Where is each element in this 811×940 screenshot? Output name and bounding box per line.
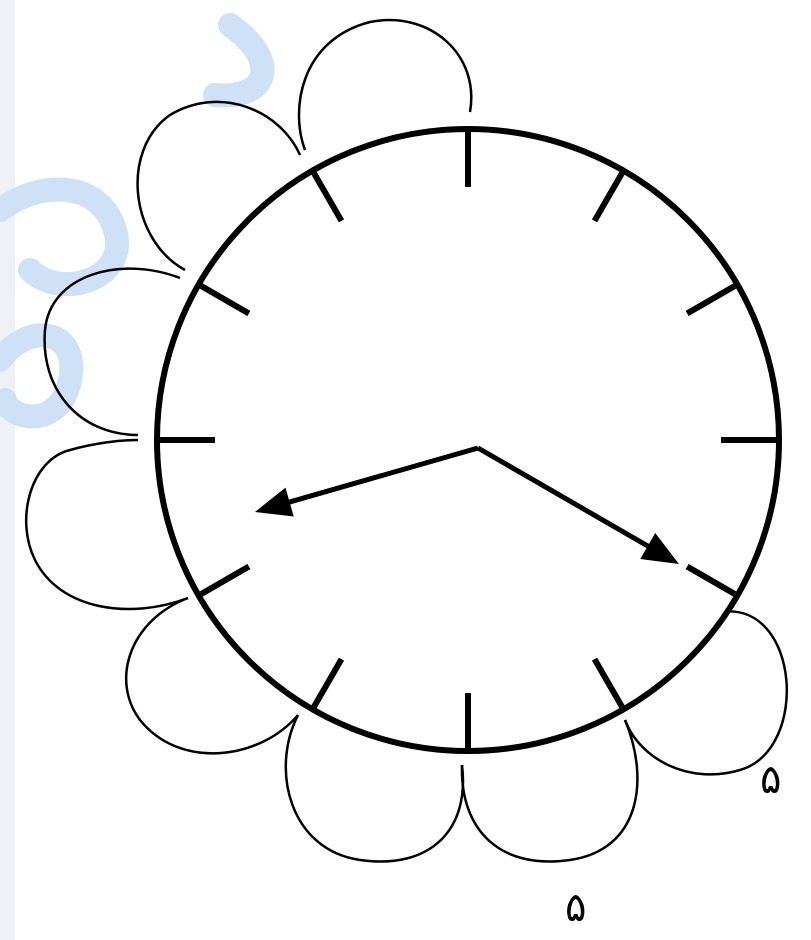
clock-face bbox=[157, 129, 779, 751]
loop-label-lower-right: ۵ bbox=[760, 760, 781, 800]
loop-label-bottom: ۵ bbox=[565, 888, 586, 928]
